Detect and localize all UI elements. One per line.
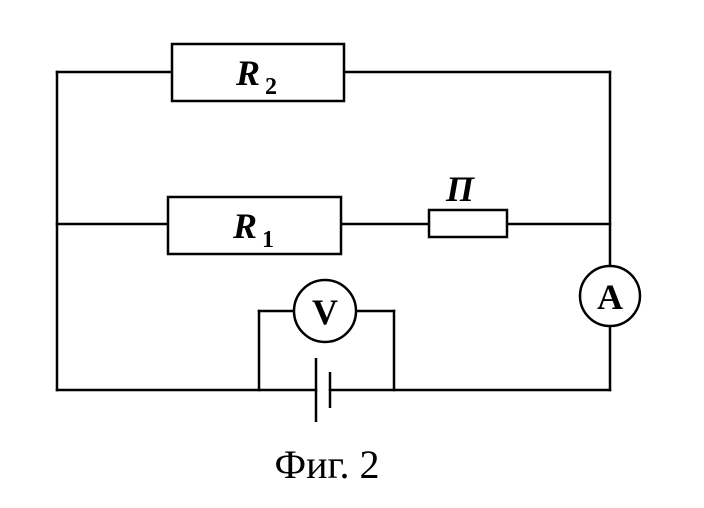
resistor-r2: R 2 bbox=[170, 42, 346, 103]
ammeter: A bbox=[578, 264, 642, 328]
figure-caption: Фиг. 2 bbox=[275, 442, 380, 487]
element-p-label: П bbox=[445, 169, 475, 209]
resistor-r1: R 1 bbox=[166, 195, 343, 256]
ammeter-label: A bbox=[597, 277, 623, 317]
resistor-r2-letter: R bbox=[235, 53, 260, 93]
element-p: П bbox=[427, 169, 509, 239]
resistor-r2-subscript: 2 bbox=[265, 74, 277, 100]
resistor-r1-letter: R bbox=[232, 206, 257, 246]
battery-symbol bbox=[314, 358, 332, 422]
voltmeter-label: V bbox=[312, 292, 338, 332]
voltmeter: V bbox=[292, 278, 358, 344]
resistor-r1-subscript: 1 bbox=[262, 227, 274, 253]
voltmeter-loop-wires bbox=[257, 309, 396, 392]
